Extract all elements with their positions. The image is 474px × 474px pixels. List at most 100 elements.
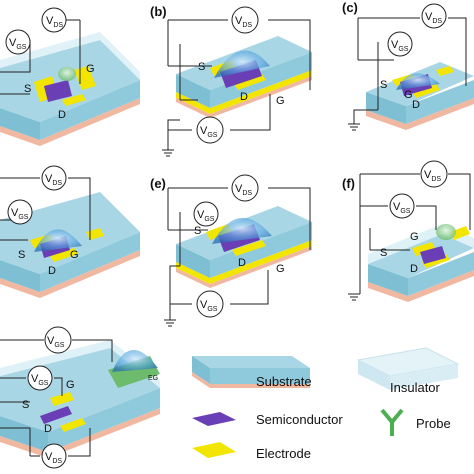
drain-label: D [240, 91, 248, 103]
vds-label: V [235, 183, 243, 195]
substrate-base [176, 268, 210, 288]
droplet [34, 229, 82, 252]
insulator-layer [0, 340, 160, 388]
electrode-g [436, 66, 454, 76]
electrode-layer-front [210, 240, 312, 284]
panel-c: (c) VDS VGS S D G [342, 0, 474, 131]
electrode-swatch [192, 442, 236, 458]
ground-icon [162, 149, 174, 157]
panel-b-tag: (b) [150, 4, 167, 19]
svg-text:VDS: VDS [45, 173, 62, 187]
substrate-front [408, 252, 474, 296]
drain-label: D [48, 265, 56, 277]
electrode-d [62, 94, 86, 106]
vds-label: V [235, 15, 243, 27]
vds-label: V [45, 451, 53, 463]
electrode-d [50, 248, 78, 262]
substrate-front [40, 80, 140, 140]
insulator-layer [0, 32, 140, 80]
substrate-base [368, 282, 408, 302]
electrode-d [60, 418, 86, 432]
legend-probe-label: Probe [416, 416, 451, 431]
vds-sub: DS [52, 180, 62, 187]
substrate-side [176, 74, 210, 108]
legend-electrode: Electrode [192, 442, 311, 461]
panel-b: (b) VDS VGS S D G [150, 4, 312, 157]
substrate-swatch-front [210, 368, 310, 384]
vgs-sub: GS [16, 44, 26, 51]
electrode-layer-side [176, 262, 210, 284]
gate-label: G [276, 95, 285, 107]
electrode-g [450, 226, 470, 240]
substrate-base-front [408, 270, 474, 302]
legend-substrate-label: Substrate [256, 374, 312, 389]
svg-text:VDS: VDS [45, 451, 62, 465]
ground-icon [164, 319, 176, 327]
substrate-front [210, 222, 312, 278]
vgs-sub: GS [207, 132, 217, 139]
gate-label: G [276, 263, 285, 275]
vgs-label: V [393, 201, 401, 213]
svg-text:VDS: VDS [46, 15, 63, 29]
source-label: S [380, 247, 387, 259]
panel-e: (e) VDS VGS VGS S D G [150, 174, 312, 327]
vds-label: V [46, 15, 54, 27]
legend-insulator-label: Insulator [390, 380, 441, 395]
vds-sub: DS [242, 190, 252, 197]
electrode-s [412, 242, 436, 256]
insulator-swatch-front [390, 364, 458, 390]
vds-sub: DS [432, 18, 442, 25]
probe-icon [380, 408, 404, 426]
droplet [212, 217, 272, 244]
gate-label: G [404, 89, 413, 101]
substrate-base-front [406, 98, 474, 130]
vgs-label: V [31, 373, 39, 385]
semiconductor [40, 406, 72, 424]
svg-text:VGS: VGS [11, 207, 29, 221]
semiconductor [420, 246, 446, 264]
substrate-side [366, 92, 406, 124]
vds-sub: DS [242, 22, 252, 29]
vgs-sub: GS [204, 216, 214, 223]
insulator-swatch-side [358, 360, 390, 390]
vgs-label: V [11, 207, 19, 219]
substrate-swatch-top [192, 356, 310, 368]
substrate-side [0, 108, 40, 140]
substrate-swatch-side [192, 356, 210, 384]
electrode-g-pad [50, 392, 74, 406]
ground-icon [348, 293, 360, 301]
substrate-base-front [210, 246, 312, 288]
legend-semiconductor-label: Semiconductor [256, 412, 343, 427]
substrate-base [366, 110, 406, 130]
electrode-layer-front [210, 70, 312, 114]
ground-icon [348, 123, 360, 131]
drain-label: D [44, 423, 52, 435]
svg-text:VDS: VDS [425, 11, 442, 25]
substrate-front [406, 80, 474, 124]
substrate-base [176, 98, 210, 118]
panel-f-tag: (f) [342, 176, 355, 191]
drain-label: D [412, 99, 420, 111]
drain-label: D [410, 263, 418, 275]
vgs-label-bottom: V [200, 299, 208, 311]
legend-probe: Probe [380, 408, 451, 436]
panel-d: VDS VGS S D G [0, 165, 140, 298]
droplet [396, 73, 440, 90]
source-label: S [18, 249, 25, 261]
source-label: S [194, 225, 201, 237]
vgs-sub: GS [398, 46, 408, 53]
drain-label: D [238, 257, 246, 269]
vgs-sub: GS [18, 214, 28, 221]
vgs-sub: GS [38, 380, 48, 387]
electrode-d [232, 240, 266, 256]
vgs-label: V [200, 125, 208, 137]
vds-label: V [45, 173, 53, 185]
substrate-base-front [210, 76, 312, 118]
legend-electrode-label: Electrode [256, 446, 311, 461]
vgs-sub: GS [400, 208, 410, 215]
electrode-d [234, 74, 266, 90]
droplet [112, 349, 158, 372]
vds-sub: DS [431, 176, 441, 183]
vgs-label: V [391, 39, 399, 51]
panel-g: VGS VGS VDS G S D EG [0, 326, 160, 469]
